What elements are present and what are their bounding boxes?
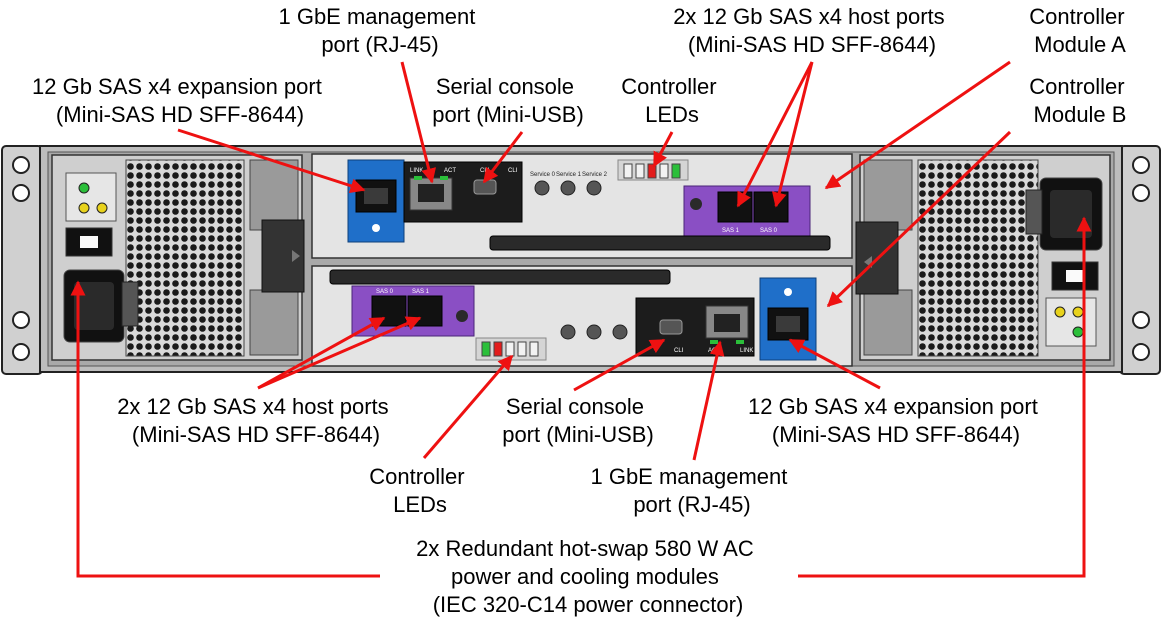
service-2-label: Service 2 — [582, 172, 608, 178]
arrow-ctrl-a — [824, 60, 1011, 190]
fan-grille — [125, 159, 245, 357]
callout-host-a: 2x 12 Gb SAS x4 host ports (Mini-SAS HD … — [673, 4, 951, 57]
arrow-serial-b — [573, 338, 666, 392]
arrow-host-b-2 — [257, 316, 422, 390]
host-port-sas0-a[interactable] — [753, 191, 789, 223]
callout-serial-b: Serial console port (Mini-USB) — [502, 394, 654, 447]
right-rack-ear — [1119, 145, 1161, 375]
fan-grille — [917, 159, 1039, 357]
arrow-psu-left — [70, 280, 380, 578]
callout-leds-a: Controller LEDs — [621, 74, 723, 127]
service-port-1 — [586, 324, 602, 340]
psu-module-left — [51, 154, 305, 361]
psu-module-right — [855, 154, 1111, 361]
sas0-label: SAS 0 — [760, 228, 778, 234]
arrow-leds-a — [652, 131, 674, 168]
service-port-0 — [612, 324, 628, 340]
rack-screw-hole — [1132, 311, 1150, 329]
link-label: LINK — [410, 168, 423, 174]
host-port-sas1-a[interactable] — [717, 191, 753, 223]
service-port-2 — [560, 324, 576, 340]
arrow-host-a-2 — [771, 61, 814, 208]
psu-led — [78, 202, 90, 214]
service-port-2 — [586, 180, 602, 196]
cli-label: CLI — [674, 348, 684, 354]
arrow-ctrl-b — [826, 130, 1012, 308]
callout-exp-a: 12 Gb SAS x4 expansion port (Mini-SAS HD… — [32, 74, 328, 127]
arrow-mgmt-b — [692, 340, 725, 461]
sas1-label: SAS 1 — [722, 228, 740, 234]
cli-label: CLI — [480, 168, 490, 174]
service-port-0 — [534, 180, 550, 196]
rack-screw-hole — [12, 156, 30, 174]
controller-module-b: SAS 0 SAS 1 LINK ACT CLI — [311, 265, 853, 367]
arrow-exp-a — [177, 128, 366, 193]
sas1-label: SAS 1 — [412, 289, 430, 295]
mini-usb-console-port-b[interactable] — [659, 319, 683, 335]
rack-screw-hole — [12, 311, 30, 329]
psu-led — [96, 202, 108, 214]
callout-serial-a: Serial console port (Mini-USB) — [432, 74, 584, 127]
psu-led — [1072, 306, 1084, 318]
rack-screw-hole — [12, 343, 30, 361]
link-label: LINK — [740, 348, 753, 354]
callout-labels: 1 GbE management port (RJ-45) 2x 12 Gb S… — [32, 4, 1131, 617]
callout-leds-b: Controller LEDs — [369, 464, 471, 517]
service-0-label: Service 0 — [530, 172, 556, 178]
callout-psu: 2x Redundant hot-swap 580 W AC power and… — [416, 536, 760, 617]
arrow-leds-b — [422, 354, 514, 459]
arrow-exp-b — [788, 338, 881, 390]
cli-label: CLI — [508, 168, 518, 174]
callout-mgmt-b: 1 GbE management port (RJ-45) — [590, 464, 793, 517]
controller-leds-a — [617, 159, 689, 181]
left-rack-ear — [1, 145, 43, 375]
service-port-1 — [560, 180, 576, 196]
callout-host-b: 2x 12 Gb SAS x4 host ports (Mini-SAS HD … — [117, 394, 395, 447]
module-latch-b[interactable] — [329, 269, 671, 285]
sas0-label: SAS 0 — [376, 289, 394, 295]
rack-screw-hole — [12, 184, 30, 202]
arrow-host-b-1 — [257, 316, 386, 390]
rack-screw-hole — [1132, 343, 1150, 361]
module-latch-a[interactable] — [489, 235, 831, 251]
rack-screw-hole — [1132, 184, 1150, 202]
arrow-psu-right — [798, 216, 1092, 578]
arrow-serial-a — [482, 131, 524, 184]
psu-led — [78, 182, 90, 194]
psu-led — [1054, 306, 1066, 318]
act-label: ACT — [444, 168, 456, 174]
arrow-mgmt-a — [400, 61, 437, 184]
psu-led — [1072, 326, 1084, 338]
callout-exp-b: 12 Gb SAS x4 expansion port (Mini-SAS HD… — [748, 394, 1044, 447]
service-1-label: Service 1 — [556, 172, 582, 178]
arrow-host-a-1 — [736, 61, 814, 208]
callout-mgmt-a: 1 GbE management port (RJ-45) — [278, 4, 481, 57]
callout-ctrl-b: Controller Module B — [1029, 74, 1131, 127]
rack-screw-hole — [1132, 156, 1150, 174]
callout-ctrl-a: Controller Module A — [1029, 4, 1131, 57]
controller-module-a: LINK ACT CLI CLI Service 0 Service 1 Ser… — [311, 153, 853, 259]
callout-arrows — [70, 60, 1092, 578]
